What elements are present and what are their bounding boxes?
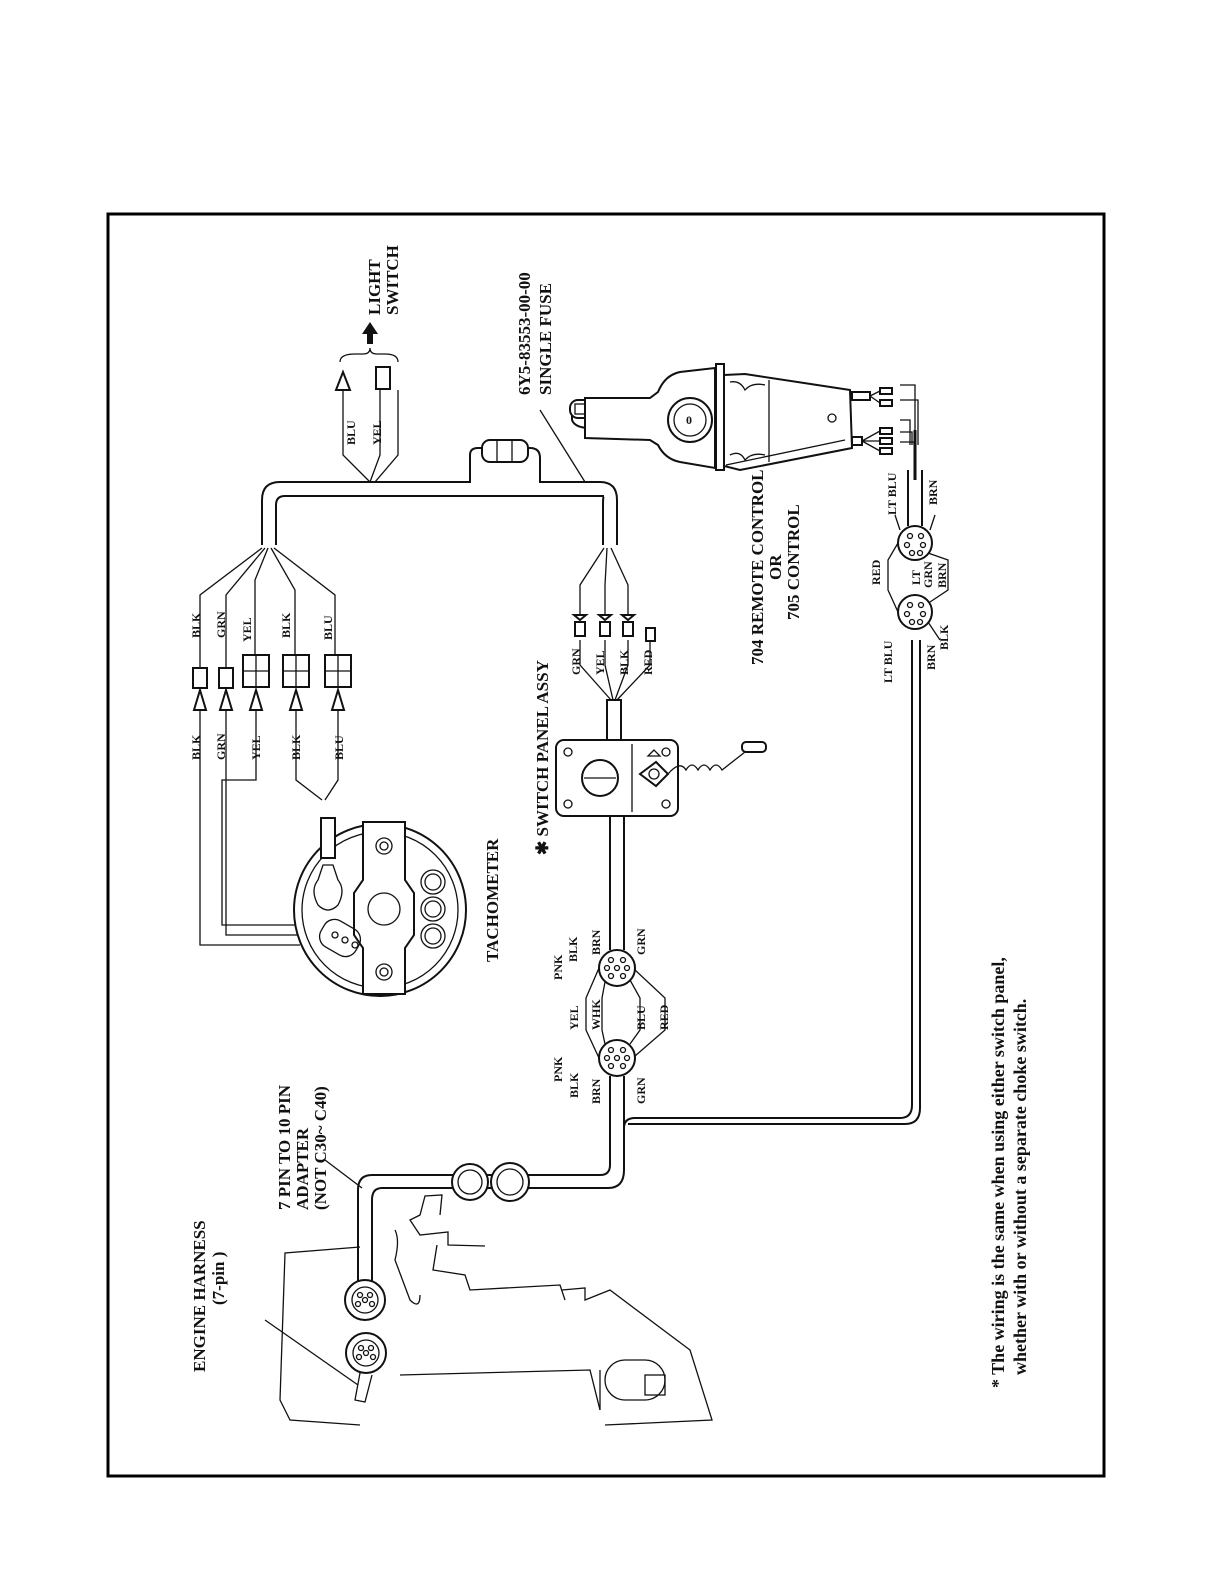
- socket-connector-icon: [218, 667, 234, 689]
- wire-label: BLK: [189, 734, 203, 760]
- remote-control-label-2: OR: [766, 554, 785, 580]
- engine-harness-label-1: ENGINE HARNESS: [190, 1220, 209, 1372]
- wire-label: BLU: [634, 1005, 648, 1030]
- outboard-engine: [279, 1194, 713, 1426]
- tach-lower-leads: [199, 710, 339, 946]
- wire-label: BLK: [289, 734, 303, 760]
- wire-label: LT: [909, 570, 923, 585]
- wire-label: BRN: [589, 929, 603, 955]
- remote-control: 0: [569, 363, 893, 472]
- wire-label: RED: [657, 1004, 671, 1030]
- ten-pin-connector-upper: [598, 949, 636, 987]
- wire-label: BRN: [589, 1078, 603, 1104]
- light-switch-label-1: LIGHT: [365, 259, 384, 315]
- wire-label: BLK: [279, 612, 293, 638]
- wire-label: WHK: [589, 999, 603, 1030]
- footnote-line-1: * The wiring is the same when using eith…: [988, 957, 1008, 1388]
- wire-label: BRN: [924, 644, 938, 670]
- twisted-cable: [606, 699, 622, 741]
- switch-panel-cable: [609, 816, 625, 950]
- light-switch-leads: [334, 322, 399, 483]
- ten-pin-leader-lines: [585, 967, 666, 1059]
- switch-panel-leads: [571, 547, 656, 701]
- wire-label-blu: BLU: [344, 420, 358, 445]
- wire-label: RED: [869, 559, 883, 585]
- remote-leader-lines: [887, 514, 949, 641]
- fuse-label: SINGLE FUSE: [536, 283, 555, 395]
- bullet-connector-icon: [334, 369, 352, 391]
- adapter-label-3: (NOT C30~ C40): [311, 1086, 330, 1210]
- fuse-part-number: 6Y5-83553-00-00: [515, 272, 534, 395]
- adapter-label-2: ADAPTER: [293, 1127, 312, 1210]
- remote-control-label-1: 704 REMOTE CONTROL: [748, 469, 767, 665]
- lanyard-clip: [741, 741, 767, 753]
- footnote-line-2: whether with or without a separate choke…: [1010, 999, 1030, 1375]
- wire-label: BLK: [617, 649, 631, 675]
- wire-label: BLK: [567, 1072, 581, 1098]
- tach-lead-fan: [199, 547, 336, 668]
- wire-label: PNK: [551, 954, 565, 980]
- wire-label: YEL: [249, 735, 263, 760]
- wire-label: BLU: [332, 735, 346, 760]
- lanyard-cord: [667, 751, 746, 775]
- wire-label: BLK: [189, 612, 203, 638]
- remote-control-label-3: 705 CONTROL: [784, 504, 803, 620]
- tachometer: [293, 817, 467, 997]
- wire-label: BRN: [926, 479, 940, 505]
- wire-label-yel: YEL: [370, 420, 384, 445]
- ten-pin-connector-lower: [598, 1039, 636, 1077]
- switch-panel: [555, 699, 767, 817]
- remote-connector-upper: [897, 525, 933, 561]
- wire-label: GRN: [634, 1077, 648, 1104]
- engine-7pin-connector: [344, 1279, 386, 1321]
- engine-harness-label-2: (7-pin ): [209, 1252, 228, 1305]
- wire-label: LT BLU: [885, 472, 899, 515]
- socket-connector-icon: [375, 366, 391, 390]
- wire-label: YEL: [240, 617, 254, 642]
- wire-label: LT BLU: [881, 640, 895, 683]
- switch-panel-label: ✱ SWITCH PANEL ASSY: [533, 660, 552, 855]
- wire-label: GRN: [569, 648, 583, 675]
- wire-label: BLK: [566, 936, 580, 962]
- remote-cable: [900, 384, 923, 526]
- arrow-up-icon: [362, 322, 378, 344]
- engine-harness-leader-line: [264, 1319, 359, 1386]
- socket-connector-icon: [192, 667, 208, 689]
- wire-label: BRN: [935, 562, 949, 588]
- wire-label: GRN: [214, 733, 228, 760]
- wire-label: RED: [641, 649, 655, 675]
- wire-label: BLU: [321, 615, 335, 640]
- tachometer-label: TACHOMETER: [483, 838, 502, 962]
- wire-label: GRN: [214, 611, 228, 638]
- main-harness: [261, 447, 618, 545]
- remote-connector-lower: [897, 594, 933, 630]
- wire-label: PNK: [551, 1056, 565, 1082]
- wire-label: GRN: [634, 928, 648, 955]
- wire-label: YEL: [593, 650, 607, 675]
- adapter-label-1: 7 PIN TO 10 PIN: [275, 1084, 294, 1210]
- wire-label: BLK: [937, 624, 951, 650]
- light-switch-label-2: SWITCH: [383, 245, 402, 315]
- propeller: [604, 1359, 666, 1401]
- adapter-leader-line: [324, 1159, 363, 1189]
- wire-label: YEL: [567, 1005, 581, 1030]
- engine-harness-connector: [345, 1332, 387, 1403]
- fuse: [481, 409, 586, 483]
- tach-connector-plug: [320, 817, 336, 859]
- diagram-frame: [106, 212, 1106, 1478]
- tach-connectors: [192, 654, 352, 711]
- remote-zero-mark: 0: [686, 413, 692, 427]
- wire-label: GRN: [921, 561, 935, 588]
- adapter-connectors: [451, 1162, 530, 1202]
